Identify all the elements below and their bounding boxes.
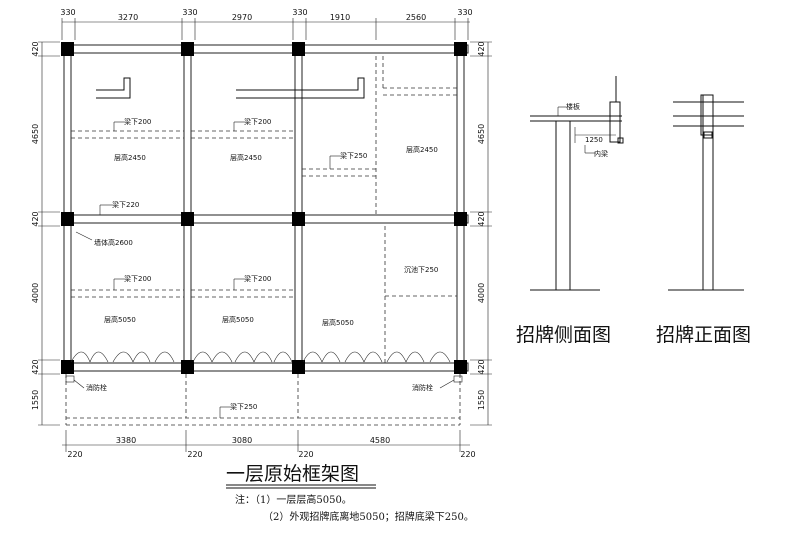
note-line-1: 注：（1）一层层高5050。	[235, 493, 352, 506]
top-dim-2: 3270	[118, 13, 138, 22]
bottom-dim-2: 3080	[232, 436, 252, 445]
side-dim: 1250	[585, 136, 603, 144]
room-labels: 梁下200 梁下200 梁下250 梁下220 墙体高2600 梁下200 梁下…	[86, 117, 438, 411]
label-hydrant-left: 消防栓	[86, 383, 107, 392]
label-floor-2450-a: 层高2450	[114, 153, 146, 162]
left-dim-1: 420	[31, 41, 40, 56]
label-floor-5050-c: 层高5050	[322, 318, 354, 327]
top-dim-5: 330	[292, 8, 307, 17]
top-dimension-chain: 330 3270 330 2970 330 1910 2560 330	[60, 8, 473, 40]
front-view-title: 招牌正面图	[656, 324, 751, 346]
label-beam-200-a: 梁下200	[124, 117, 151, 126]
label-floor-2450-c: 层高2450	[406, 145, 438, 154]
leader-lines	[75, 121, 340, 418]
left-dim-4: 4000	[31, 283, 40, 303]
label-beam-200-d: 梁下200	[244, 274, 271, 283]
left-dim-6: 1550	[31, 390, 40, 410]
left-dim-5: 420	[31, 359, 40, 374]
right-dim-5: 420	[477, 359, 486, 374]
label-beam-250-b: 梁下250	[230, 402, 257, 411]
bottom-dim-1: 3380	[116, 436, 136, 445]
top-dim-4: 2970	[232, 13, 252, 22]
side-inner-beam-label: 内梁	[594, 149, 608, 158]
left-dim-3: 420	[31, 211, 40, 226]
top-dim-3: 330	[182, 8, 197, 17]
label-wall-height: 墙体高2600	[94, 238, 133, 247]
label-hydrant-right: 消防栓	[412, 383, 433, 392]
side-view-title: 招牌侧面图	[516, 324, 611, 346]
label-floor-2450-b: 层高2450	[230, 153, 262, 162]
label-beam-220: 梁下220	[112, 200, 139, 209]
bottom-small-dim-1: 220	[67, 450, 82, 459]
bottom-dimension-chain: 3380 3080 4580 220 220 220 220	[62, 430, 476, 459]
bottom-small-dim-2: 220	[187, 450, 202, 459]
hydrant-icons	[65, 375, 463, 389]
label-sink-250: 沉池下250	[404, 265, 438, 274]
top-dim-1: 330	[60, 8, 75, 17]
stair-marks	[96, 77, 365, 99]
plan-title-block: 一层原始框架图 注：（1）一层层高5050。 （2）外观招牌底离地5050；招牌…	[226, 463, 474, 523]
window-arcs	[70, 351, 451, 363]
label-beam-200-b: 梁下200	[244, 117, 271, 126]
label-beam-250-a: 梁下250	[340, 151, 367, 160]
bottom-small-dim-4: 220	[460, 450, 475, 459]
right-dim-6: 1550	[477, 390, 486, 410]
signboard-side-view: 楼板 1250 内梁 招牌侧面图	[516, 76, 624, 346]
right-dim-2: 4650	[477, 124, 486, 144]
right-dim-1: 420	[477, 41, 486, 56]
top-dim-7: 2560	[406, 13, 426, 22]
left-dim-2: 4650	[31, 124, 40, 144]
dashed-beam-lines	[65, 56, 461, 426]
bottom-small-dim-3: 220	[298, 450, 313, 459]
signboard-front-view: 招牌正面图	[656, 94, 751, 346]
plan-title: 一层原始框架图	[226, 463, 359, 485]
structural-columns	[61, 42, 467, 374]
side-slab-label: 楼板	[566, 102, 580, 111]
top-dim-6: 1910	[330, 13, 350, 22]
label-floor-5050-a: 层高5050	[104, 315, 136, 324]
note-line-2: （2）外观招牌底离地5050；招牌底梁下250。	[263, 510, 474, 523]
label-floor-5050-b: 层高5050	[222, 315, 254, 324]
right-dim-4: 4000	[477, 283, 486, 303]
right-dim-3: 420	[477, 211, 486, 226]
left-dimension-chain: 420 4650 420 4000 420 1550	[31, 41, 60, 426]
top-dim-8: 330	[457, 8, 472, 17]
label-beam-200-c: 梁下200	[124, 274, 151, 283]
right-dimension-chain: 420 4650 420 4000 420 1550	[470, 41, 492, 426]
bottom-dim-3: 4580	[370, 436, 390, 445]
